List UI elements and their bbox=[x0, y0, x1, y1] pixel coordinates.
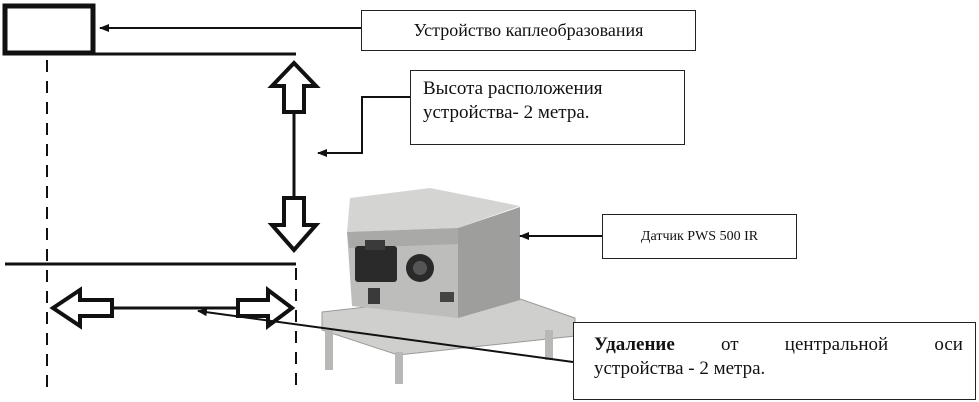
distance-word: Удаление bbox=[594, 334, 675, 355]
sensor-label: Датчик PWS 500 IR bbox=[640, 228, 759, 244]
height-label-line2: устройства- 2 метра. bbox=[423, 101, 590, 123]
distance-double-arrow bbox=[49, 286, 296, 330]
height-label-line1: Высота расположения bbox=[423, 78, 603, 99]
distance-callout: Удаление от центральной оси устройства -… bbox=[573, 322, 976, 400]
distance-word: центральной bbox=[784, 334, 889, 355]
leader-distance bbox=[197, 308, 574, 363]
height-callout: Высота расположения устройства- 2 метра. bbox=[410, 70, 685, 145]
drop-device-label: Устройство каплеобразования bbox=[413, 20, 644, 41]
drop-device-callout: Устройство каплеобразования bbox=[361, 10, 696, 51]
distance-label-line1: Удаление от центральной оси bbox=[594, 333, 963, 357]
distance-word: оси bbox=[934, 334, 963, 355]
sensor-callout: Датчик PWS 500 IR bbox=[602, 214, 797, 259]
distance-label-line2: устройства - 2 метра. bbox=[594, 357, 766, 379]
sensor-device-image bbox=[321, 188, 576, 384]
leader-height bbox=[317, 96, 410, 157]
height-double-arrow bbox=[267, 60, 321, 254]
drop-device-box bbox=[2, 3, 96, 56]
distance-word: от bbox=[721, 334, 739, 355]
